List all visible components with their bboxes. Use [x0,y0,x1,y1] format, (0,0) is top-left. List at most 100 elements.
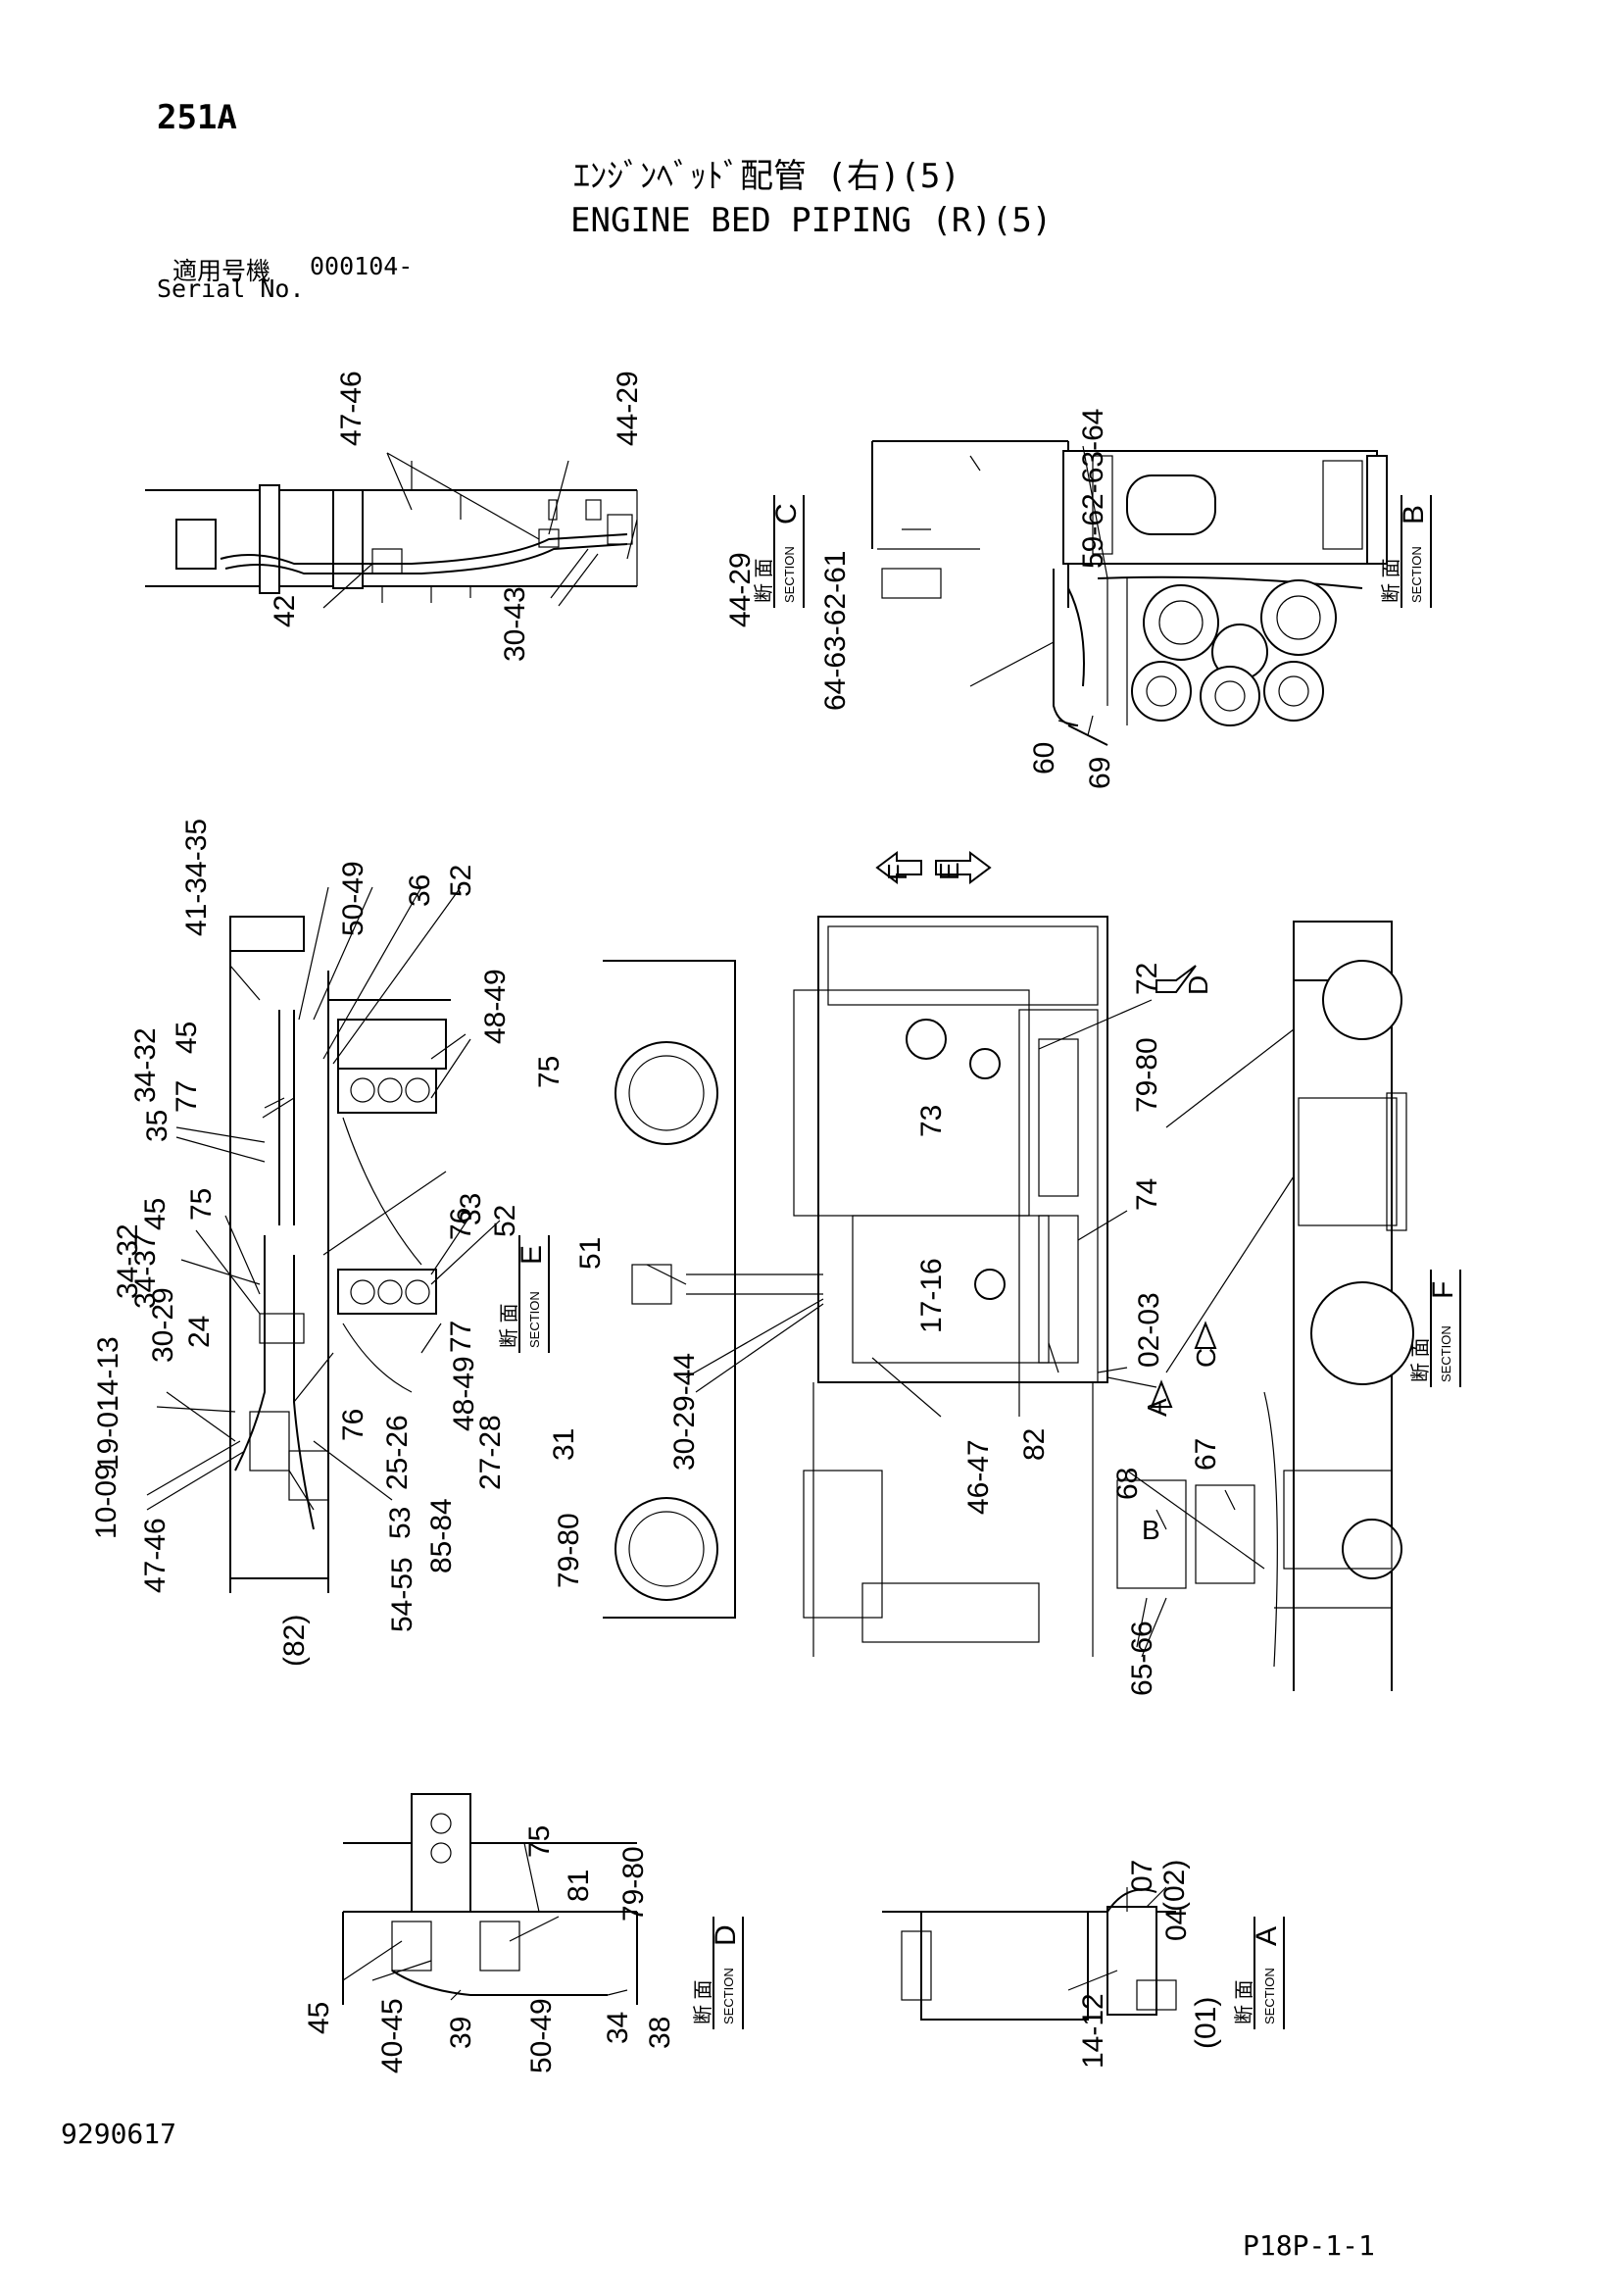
callout-72: 72 [1131,963,1163,995]
page-reference: P18P-1-1 [1243,2229,1375,2262]
section-label-a [1253,1917,1285,2029]
section-en-c: SECTION [782,546,797,603]
callout-33: 33 [455,1193,487,1225]
callout-14-12: 14-12 [1077,1993,1109,2069]
callout-52-top: 52 [445,865,477,897]
section-en-a: SECTION [1262,1968,1277,2024]
callout-10-09: 10-09 [90,1464,123,1539]
view-marker-letter-f: F [882,864,912,880]
callout-50-49: 50-49 [337,861,369,936]
callout-04: 04 [1160,1909,1193,1941]
section-letter-d: D [710,1924,742,1946]
callout-47-46: 47-46 [335,371,368,446]
callout-45-top: 45 [171,1022,203,1054]
view-a-drawing [882,1886,1177,2021]
callout-01-paren: (01) [1190,1997,1222,2049]
section-jp-b: 断 面 [1380,558,1402,603]
callout-34-32-top: 34-32 [129,1027,162,1103]
callout-75-top: 75 [533,1056,565,1088]
view-marker-f [875,851,922,884]
callout-39: 39 [445,2017,477,2049]
view-marker-e [935,851,992,884]
serial-label-jp: 適用号機 [172,257,271,285]
callout-64-61: 64-63-62-61 [819,551,852,711]
callout-79-80-mid: 79-80 [1131,1037,1163,1113]
callout-74: 74 [1131,1178,1163,1211]
view-f-drawing [1116,921,1414,1691]
callout-25-26: 25-26 [381,1415,414,1490]
callout-24: 24 [183,1316,216,1348]
section-jp-c: 断 面 [753,558,775,603]
callout-30-43: 30-43 [499,586,531,662]
callout-77-mid: 77 [445,1321,477,1353]
section-text-layer: C 断 面 SECTION B 断 面 SECTION E 断 面 SECTION F 断 面 SEC… [498,503,1459,2024]
section-en-b: SECTION [1409,546,1424,603]
callout-54-55: 54-55 [386,1557,418,1632]
callout-73: 73 [915,1105,948,1137]
section-label-f [1430,1270,1461,1387]
callout-02-03: 02-03 [1133,1292,1165,1368]
callout-77-top: 77 [171,1080,203,1113]
view-e-drawing [146,886,501,1593]
view-b-drawing [871,440,1388,746]
view-marker-letter-a: A [1142,1398,1172,1417]
callout-14-13: 14-13 [92,1336,124,1412]
view-marker-letter-e: E [934,862,964,880]
document-number: 9290617 [61,2118,177,2150]
callout-40-45: 40-45 [376,1998,409,2073]
section-label-e [518,1235,550,1353]
callout-34-37: 34-37 [129,1233,162,1309]
callout-34: 34 [602,2012,634,2044]
callout-38: 38 [644,2017,676,2049]
section-label-c [773,495,805,608]
main-top-view-drawing [603,916,1157,1657]
serial-label-en: Serial No. [157,275,305,303]
section-jp-a: 断 面 [1233,1979,1255,2024]
callout-51: 51 [574,1237,607,1270]
view-marker-letter-c: C [1191,1348,1221,1368]
callout-07: 07 [1126,1860,1158,1892]
callout-85-84: 85-84 [425,1498,458,1573]
callout-53: 53 [384,1507,417,1539]
title-english: ENGINE BED PIPING (R)(5) [570,201,1053,240]
callout-48-49-top: 48-49 [479,969,512,1044]
callout-44-29-top: 44-29 [612,371,644,446]
callout-60: 60 [1028,742,1060,774]
callout-68: 68 [1111,1468,1144,1500]
callout-48-49-mid: 48-49 [448,1356,480,1431]
section-en-f: SECTION [1439,1325,1453,1382]
callout-47-46-left: 47-46 [139,1518,172,1593]
callout-34-32-mid: 34-32 [112,1223,144,1299]
callout-31: 31 [548,1428,580,1461]
callout-67: 67 [1190,1438,1222,1471]
view-marker-c [1194,1321,1217,1349]
callout-45-mid: 45 [139,1198,172,1230]
view-marker-letter-d: D [1183,975,1213,995]
callout-30-29: 30-29 [147,1287,179,1363]
callout-82-paren: (82) [278,1615,311,1667]
section-letter-e: E [516,1245,548,1265]
callout-30-29-44: 30-29-44 [668,1353,701,1471]
section-jp-f: 断 面 [1409,1337,1432,1382]
callout-45-bot: 45 [303,2002,335,2034]
section-en-d: SECTION [721,1968,736,2024]
callout-79-80-low: 79-80 [553,1513,585,1588]
callout-69: 69 [1084,757,1116,789]
callout-19-01: 19-01 [92,1395,124,1471]
callout-27-28: 27-28 [474,1415,507,1490]
view-c-drawing [145,452,638,609]
callout-02-paren: (02) [1158,1860,1191,1912]
callout-75-mid: 75 [185,1188,218,1221]
callout-82: 82 [1018,1428,1051,1461]
page-code: 251A [157,98,237,137]
section-jp-d: 断 面 [692,1979,714,2024]
section-letter-b: B [1398,505,1430,524]
callout-79-80-bot: 79-80 [617,1846,650,1922]
section-label-b [1401,495,1432,608]
title-japanese: ｴﾝｼﾞﾝﾍﾞｯﾄﾞ配管 (右)(5) [573,157,960,196]
callout-65-66: 65-66 [1126,1621,1158,1696]
callout-41-35: 41-34-35 [180,819,213,936]
